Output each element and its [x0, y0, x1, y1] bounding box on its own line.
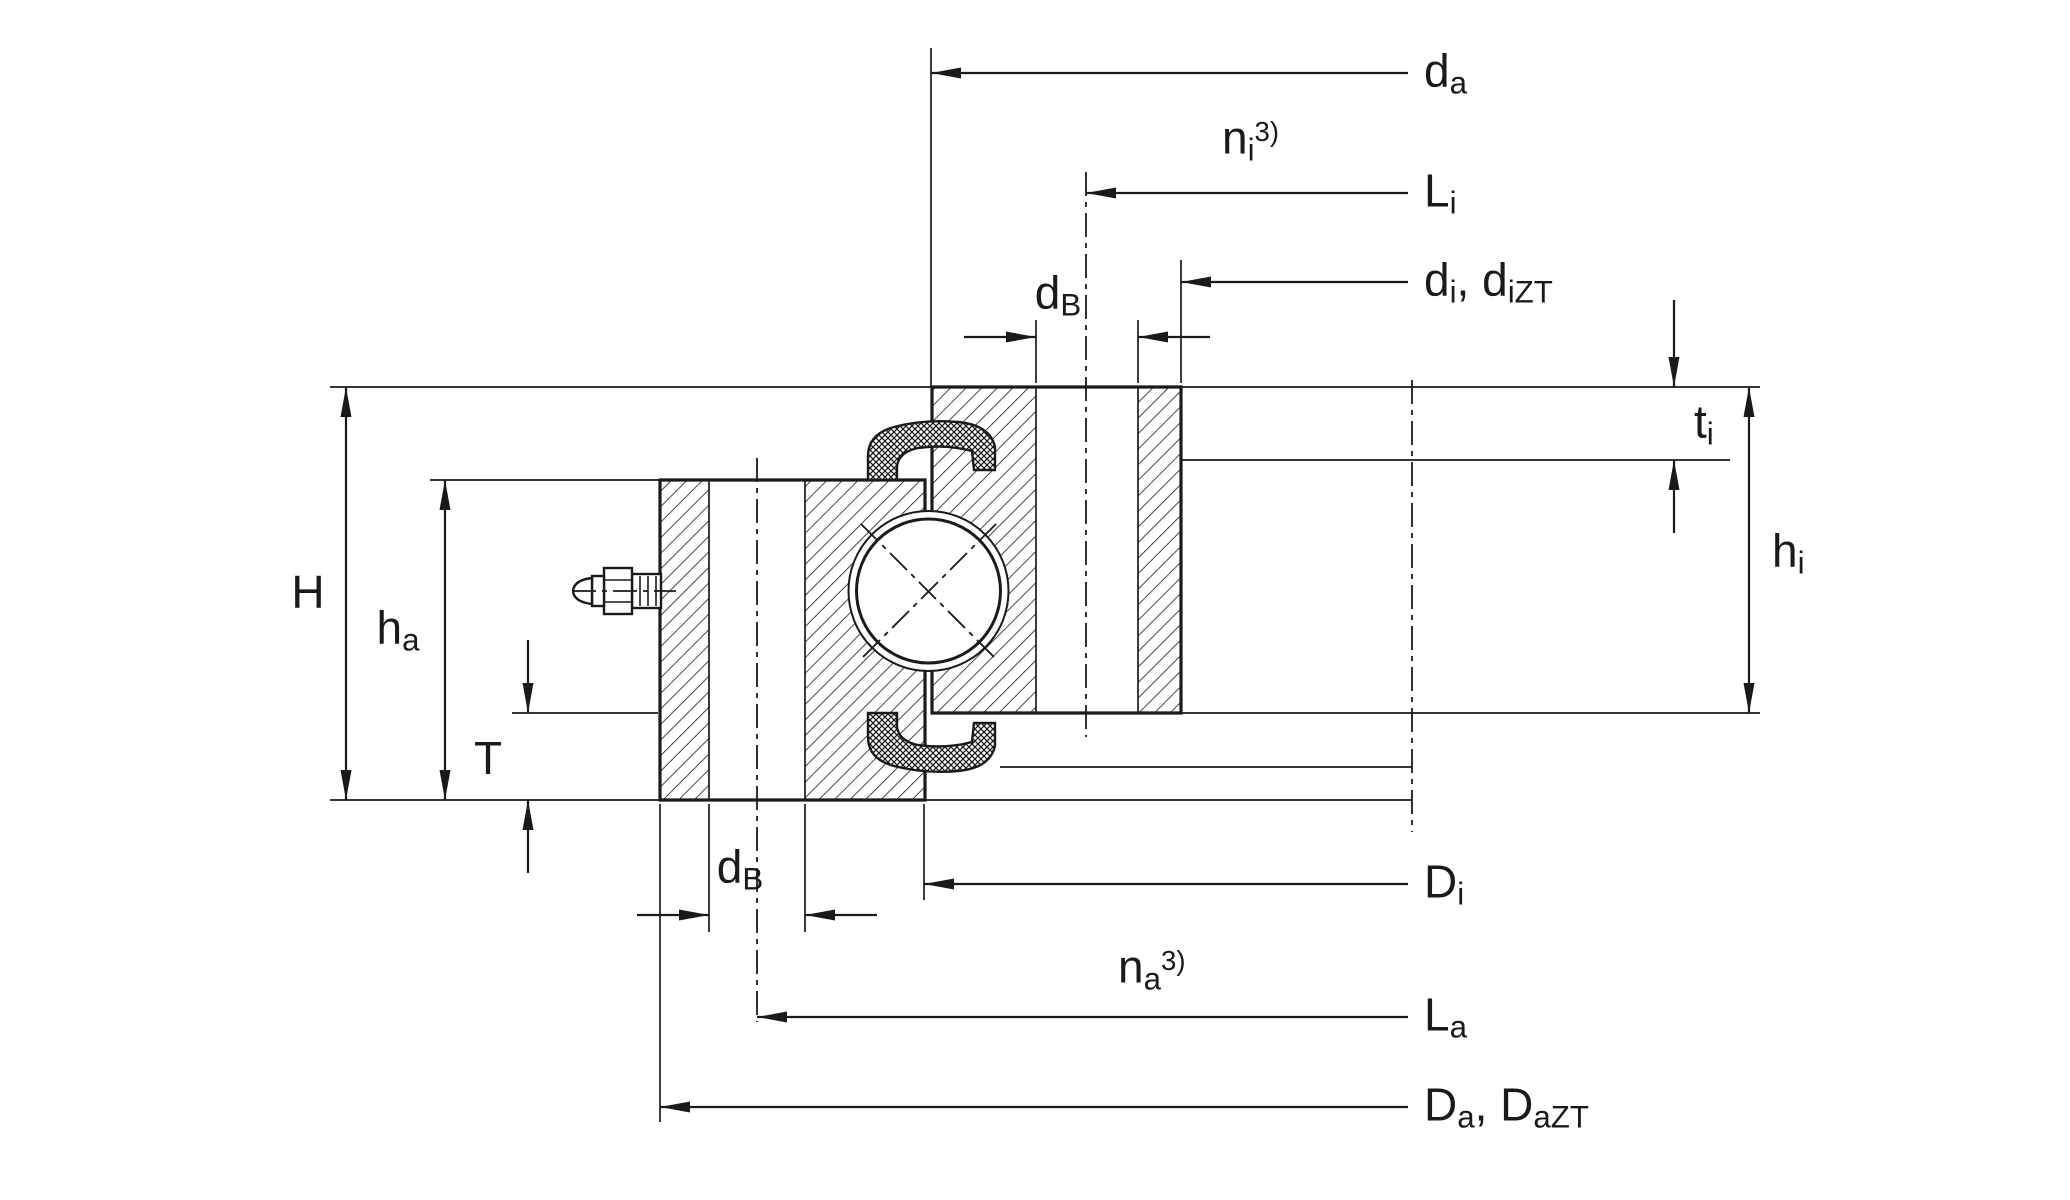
- label-h-i: hi: [1772, 524, 1805, 581]
- extension-lines: [330, 48, 1760, 1122]
- dimension-lines: [344, 71, 1751, 1109]
- label-h: H: [291, 566, 325, 618]
- label-t-i: ti: [1694, 395, 1714, 452]
- bolt-hole-edges: [708, 387, 1139, 800]
- outer-ring-hatch-left: [660, 480, 709, 800]
- nipple-hex-facets: [604, 579, 632, 603]
- label-n-a: na3): [1118, 940, 1186, 997]
- label-h-a: ha: [376, 601, 420, 658]
- top-seal-hatch: [868, 421, 995, 480]
- label-d-b-outer: dB: [716, 840, 764, 897]
- seals: [866, 420, 997, 773]
- label-d-a: da: [1424, 44, 1467, 101]
- label-d-i-d-izt: di, diZT: [1424, 253, 1553, 310]
- label-n-i: ni3): [1222, 111, 1280, 168]
- centerlines: [572, 172, 1413, 1022]
- label-t: T: [473, 732, 503, 784]
- dimension-arrowheads: [340, 67, 1755, 1113]
- bottom-seal-hatch: [868, 713, 995, 772]
- label-d-a-d-azt: Da, DaZT: [1424, 1078, 1589, 1135]
- inner-ring-hatch-right: [1138, 387, 1181, 713]
- label-d-i-cap: Di: [1424, 855, 1465, 912]
- label-l-a: La: [1424, 988, 1467, 1045]
- label-d-b-inner: dB: [1034, 266, 1082, 323]
- label-l-i: Li: [1424, 164, 1457, 221]
